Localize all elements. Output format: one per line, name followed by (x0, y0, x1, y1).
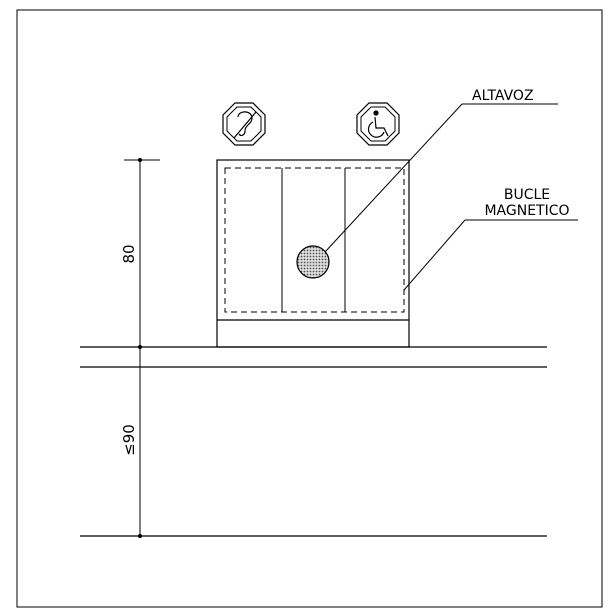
magnetic-loop-label-line1: BUCLE (504, 187, 550, 203)
wheelchair-icon (356, 102, 400, 146)
counter (216, 159, 410, 348)
speaker-circle (296, 245, 330, 279)
dimension-tick-middle (138, 345, 142, 349)
dimension-line: 80 ≤90 (120, 158, 160, 538)
dimension-lower-label: ≤90 (120, 424, 138, 456)
counter-body (216, 159, 410, 348)
dimension-upper-label: 80 (120, 244, 138, 263)
speaker-label: ALTAVOZ (472, 88, 534, 104)
speaker-callout: ALTAVOZ (324, 88, 558, 253)
dimension-tick-bottom (138, 534, 142, 538)
magnetic-loop-callout: BUCLE MAGNETICO (403, 187, 578, 291)
dimension-tick-top (138, 158, 142, 162)
magnetic-loop-label-line2: MAGNETICO (484, 203, 569, 219)
drawing-frame (16, 9, 603, 608)
hearing-loop-icon (222, 102, 266, 146)
magnetic-loop-outline (224, 167, 405, 313)
